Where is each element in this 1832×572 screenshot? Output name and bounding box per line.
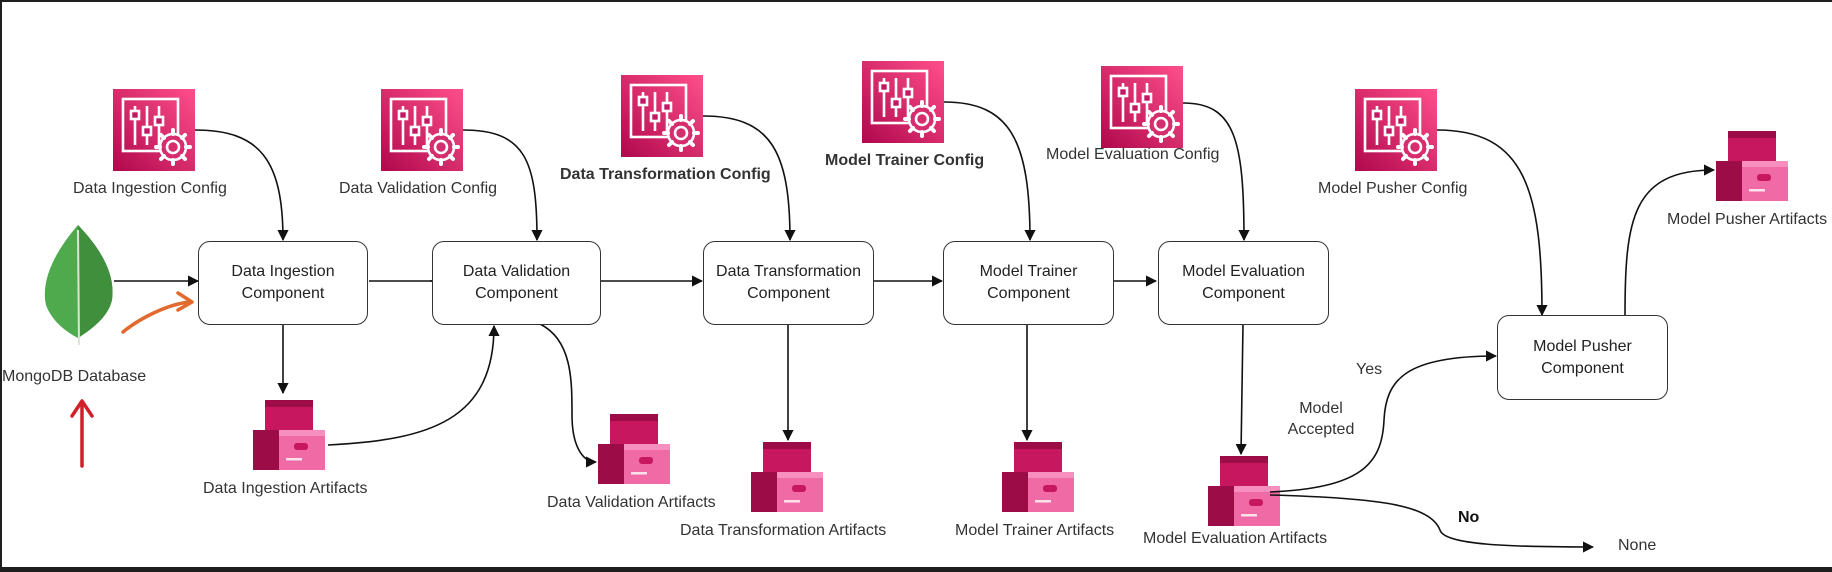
transformation-artifacts-icon (751, 442, 823, 512)
pusher-config-icon (1353, 87, 1439, 173)
ingestion-config-label: Data Ingestion Config (73, 180, 227, 197)
pusher-artifacts-label: Model Pusher Artifacts (1667, 211, 1828, 228)
model-accepted-label-line2: Accepted (1287, 421, 1355, 438)
validation-config-icon (379, 87, 465, 173)
ingestion-artifacts-icon (253, 400, 325, 470)
evaluation-config-icon (1099, 64, 1185, 150)
validation-component-line1: Data Validation (462, 263, 571, 280)
validation-artifacts-label: Data Validation Artifacts (547, 494, 716, 511)
edge-ingestion-config (194, 129, 289, 242)
edge-evaluation-config (1182, 102, 1250, 242)
ingestion-artifacts-label: Data Ingestion Artifacts (203, 480, 368, 497)
evaluation-artifacts-label: Model Evaluation Artifacts (1143, 530, 1328, 547)
pusher-component-line1: Model Pusher (1533, 337, 1632, 355)
red-annotation-arrowhead (70, 399, 94, 418)
edge-transformation-config (702, 115, 796, 242)
validation-component-line2: Component (475, 285, 558, 302)
edge-validation-artifacts (539, 323, 598, 468)
edge-validation-config (462, 129, 543, 242)
evaluation-config-label: Model Evaluation Config (1046, 146, 1220, 163)
orange-annotation-arrow (121, 300, 192, 334)
validation-config-label: Data Validation Config (339, 180, 498, 197)
trainer-artifacts-label: Model Trainer Artifacts (955, 522, 1115, 539)
frame-border-top (0, 0, 1832, 2)
frame-border-bottom (0, 567, 1832, 572)
edge-model-accepted-yes (1269, 350, 1498, 493)
trainer-component-line1: Model Trainer (979, 263, 1078, 280)
evaluation-artifacts-icon (1208, 456, 1280, 526)
transformation-artifacts-label: Data Transformation Artifacts (680, 522, 887, 539)
evaluation-component-line1: Model Evaluation (1182, 263, 1305, 280)
edge-ingestion-artifacts-validation (327, 324, 500, 446)
mongodb-leaf-icon (44, 225, 113, 346)
pusher-artifacts-icon (1716, 131, 1788, 201)
trainer-config-label: Model Trainer Config (825, 152, 985, 169)
edge-pusher-config (1436, 129, 1548, 317)
edge-model-rejected-no (1269, 494, 1595, 553)
pusher-component-line2: Component (1541, 359, 1624, 377)
no-label: No (1458, 509, 1480, 526)
edge-pusher-artifacts (1624, 164, 1716, 316)
orange-annotation-arrowhead (176, 291, 194, 312)
yes-label: Yes (1356, 361, 1383, 378)
transformation-component-line1: Data Transformation (716, 263, 861, 280)
edge-evaluation-artifacts (1235, 323, 1247, 456)
transformation-config-label: Data Transformation Config (560, 166, 771, 183)
ingestion-config-icon (111, 87, 197, 173)
edge-trainer-config (943, 101, 1036, 242)
mongodb-label: MongoDB Database (2, 368, 147, 385)
none-label: None (1618, 537, 1657, 554)
frame-border-left (0, 0, 2, 572)
evaluation-component-line2: Component (1202, 285, 1285, 302)
model-accepted-label-line1: Model (1299, 400, 1343, 417)
trainer-component-line2: Component (987, 285, 1070, 302)
ingestion-component-line1: Data Ingestion (231, 263, 335, 280)
transformation-component-line2: Component (747, 285, 830, 302)
validation-artifacts-icon (598, 414, 670, 484)
trainer-config-icon (860, 59, 946, 145)
transformation-config-icon (619, 73, 705, 159)
pusher-config-label: Model Pusher Config (1318, 180, 1468, 197)
ingestion-component-line2: Component (241, 285, 325, 302)
trainer-artifacts-icon (1002, 442, 1074, 512)
